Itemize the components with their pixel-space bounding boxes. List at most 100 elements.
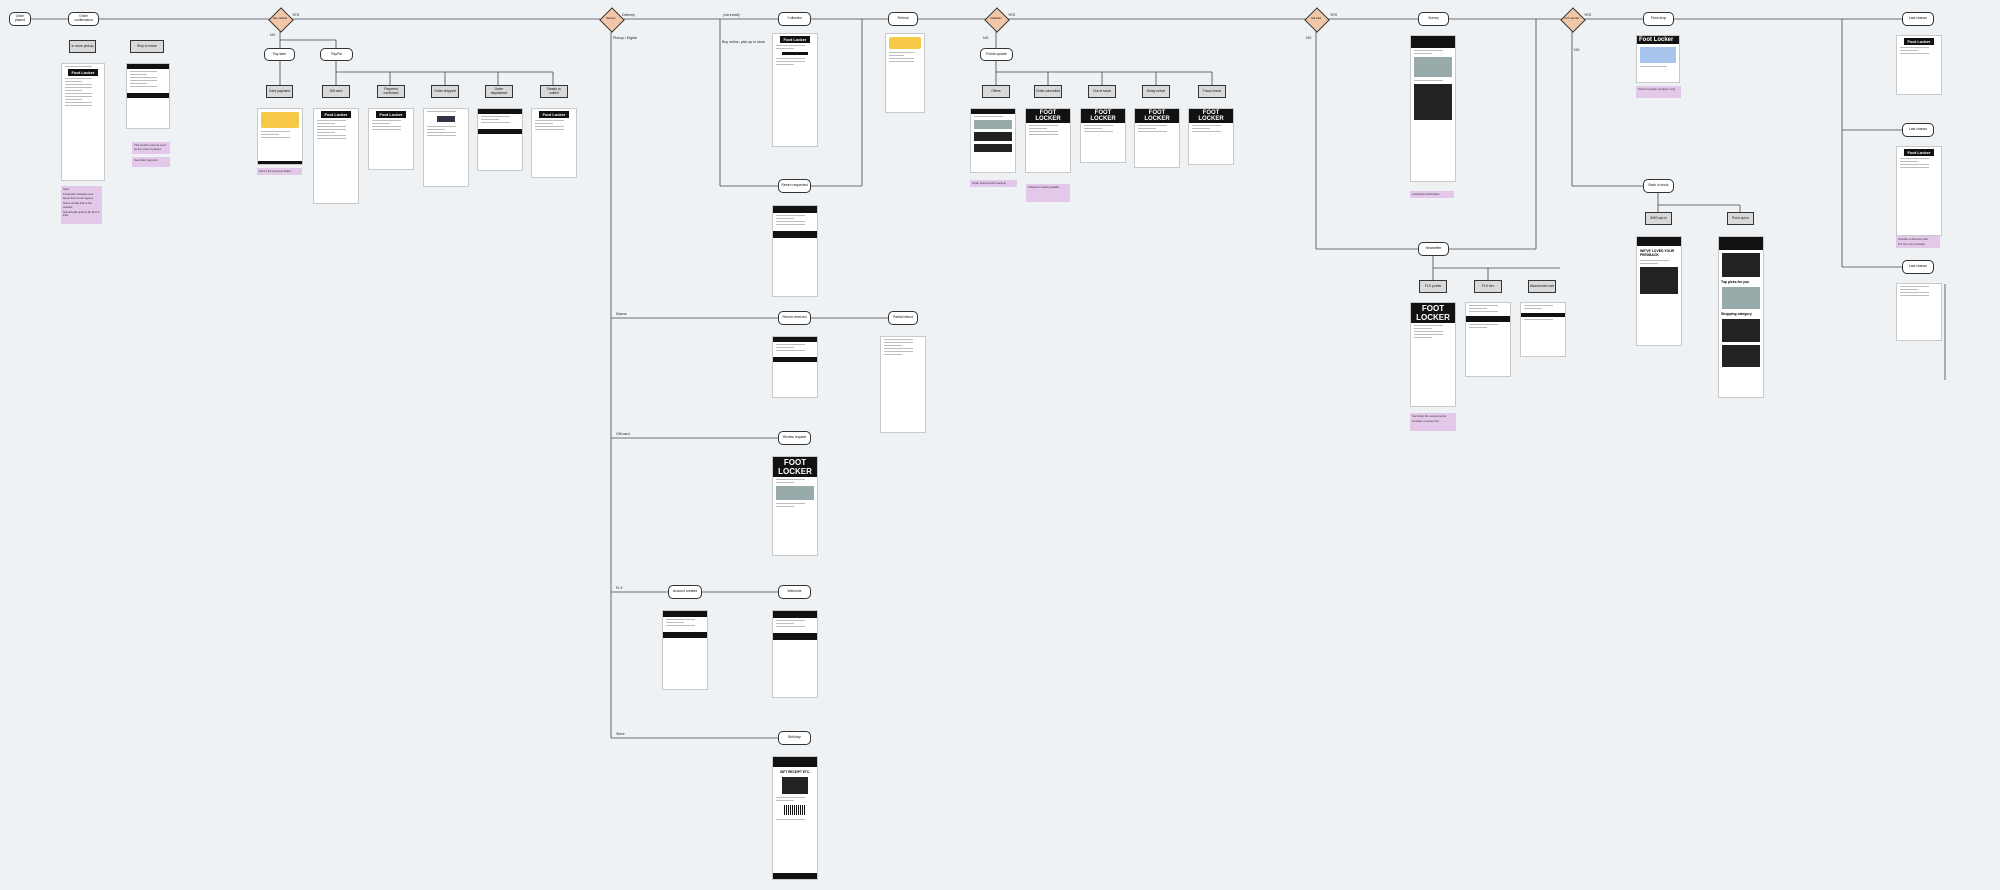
email-thumb-survey[interactable] <box>1410 35 1456 182</box>
email-thumb-paypal[interactable]: Foot Locker <box>313 108 359 204</box>
email-thumb-review[interactable]: FOOT LOCKER <box>772 456 818 556</box>
decision-label: Gift card <box>1311 16 1321 20</box>
edge-label-klarna: Klarna <box>616 312 627 316</box>
node-offers[interactable]: Offers <box>982 85 1010 98</box>
email-thumb-push[interactable]: Top picks for you Shopping category <box>1718 236 1764 398</box>
node-flx-tier[interactable]: FLX tier <box>1474 280 1502 293</box>
node-delay[interactable]: Delay notice <box>1142 85 1170 98</box>
node-refund[interactable]: Refund <box>888 12 918 26</box>
decision-label: FLX member <box>1564 16 1580 20</box>
email-thumb-collected[interactable]: Foot Locker <box>772 33 818 147</box>
edge-label-buy-online: Buy online, pick up in store <box>722 40 765 44</box>
email-thumb-flx-tier[interactable] <box>1465 302 1511 377</box>
node-oos[interactable]: Out of stock <box>1088 85 1116 98</box>
note-payment-failed: Sent if the payment failed <box>257 168 302 175</box>
email-thumb-newsletter[interactable]: FOOT LOCKER <box>1410 302 1456 407</box>
decision-collection[interactable]: Collection <box>984 7 1010 33</box>
node-survey[interactable]: Survey <box>1418 12 1449 26</box>
email-thumb-points[interactable] <box>970 108 1016 173</box>
decision-flx[interactable]: FLX member <box>1560 7 1586 33</box>
edge-label-no-3: NO <box>1306 36 1312 40</box>
email-thumb-price-drop[interactable]: Foot Locker <box>1636 35 1680 83</box>
email-thumb-last-chance-c[interactable] <box>1896 283 1942 341</box>
node-cancel[interactable]: Order cancelled <box>1034 85 1062 98</box>
node-order-shipped-a[interactable]: Order shipped <box>431 85 459 98</box>
node-order-dispatched[interactable]: Order dispatched <box>485 85 513 98</box>
node-fraud[interactable]: Fraud check <box>1198 85 1226 98</box>
decision-label: Collection <box>990 16 1002 20</box>
node-card[interactable]: Card payment <box>266 85 293 98</box>
note-collected: Collected confirmation <box>1410 191 1454 198</box>
node-back-in-stock[interactable]: Back in stock <box>1643 179 1674 193</box>
node-flx-points[interactable]: FLX points <box>1419 280 1447 293</box>
email-thumb-pay-later[interactable] <box>257 108 303 165</box>
email-thumb-birthday[interactable]: GIFT RECEIPT ETC. <box>772 756 818 880</box>
email-thumb-account[interactable] <box>662 610 708 690</box>
node-sms[interactable]: SMS opt-in <box>1645 212 1672 225</box>
email-thumb-last-chance-b[interactable]: Foot Locker <box>1896 146 1942 236</box>
node-welcome[interactable]: Welcome <box>778 585 811 599</box>
email-thumb-order-confirmation[interactable]: Foot Locker <box>61 63 105 181</box>
email-thumb-oos[interactable]: FOOT LOCKER <box>1134 108 1180 168</box>
email-thumb-abandon[interactable] <box>1520 302 1566 357</box>
decision-label: Pay method <box>273 16 287 20</box>
node-account[interactable]: Account created <box>668 585 702 599</box>
email-thumb-welcome[interactable] <box>772 610 818 698</box>
email-thumb-offers[interactable]: FOOT LOCKER <box>1025 108 1071 173</box>
email-thumb-cancel[interactable]: FOOT LOCKER <box>1080 108 1126 163</box>
edge-label-store: Store <box>616 732 625 736</box>
note-sent-on-order: This email is sent as soon as the order … <box>132 142 170 154</box>
node-ready-collect[interactable]: Ready to collect <box>540 85 568 98</box>
email-thumb-order-dispatched[interactable]: Foot Locker <box>531 108 577 178</box>
node-last-chance-c[interactable]: Last chance <box>1902 260 1934 274</box>
note-tracking: Shipment tracking details <box>1026 184 1070 202</box>
edge-label-flx: FLX <box>616 586 623 590</box>
node-order-confirmation[interactable]: Order confirmation <box>68 12 99 26</box>
email-thumb-return-requested[interactable] <box>772 205 818 297</box>
edge-label-pickup: Pickup / Digital <box>613 36 637 40</box>
email-thumb-return-received[interactable] <box>772 336 818 398</box>
node-giftcard[interactable]: Gift card <box>322 85 350 98</box>
node-last-chance-b[interactable]: Last chance <box>1902 123 1934 137</box>
decision-delivery[interactable]: Delivery <box>599 7 625 33</box>
email-thumb-giftcard[interactable] <box>423 108 469 187</box>
node-pay-confirmed[interactable]: Payment confirmed <box>377 85 405 98</box>
node-partial-refund[interactable]: Partial refund <box>888 311 918 325</box>
node-collected[interactable]: Collected <box>778 12 811 26</box>
email-thumb-card[interactable]: Foot Locker <box>368 108 414 170</box>
node-abandon[interactable]: Abandoned cart <box>1528 280 1556 293</box>
node-review[interactable]: Review request <box>778 431 811 445</box>
note-sent-after-payment: Sent after payment <box>132 157 170 167</box>
node-paypal[interactable]: PayPal <box>320 48 353 61</box>
decision-gift-card[interactable]: Gift card <box>1304 7 1330 33</box>
note-loyalty: Sent for loyalty members only <box>1636 86 1681 98</box>
node-push[interactable]: Push opt-in <box>1727 212 1754 225</box>
edge-label-yes-2: YES <box>1008 13 1016 17</box>
node-in-store[interactable]: In store pickup <box>69 40 96 53</box>
node-pay-later[interactable]: Pay later <box>264 48 295 61</box>
email-thumb-ship-home[interactable] <box>126 63 170 129</box>
node-order-placed[interactable]: Order placed <box>9 12 31 26</box>
node-ship-home[interactable]: Ship to home <box>130 40 164 53</box>
email-thumb-refund[interactable] <box>885 33 925 113</box>
node-points[interactable]: Points update <box>980 48 1013 61</box>
node-newsletter[interactable]: Newsletter <box>1418 242 1449 256</box>
node-return-requested[interactable]: Return requested <box>778 179 811 193</box>
edge-label-gift: Gift card <box>616 432 630 436</box>
email-thumb-partial-refund[interactable] <box>880 336 926 433</box>
node-last-chance-a[interactable]: Last chance <box>1902 12 1934 26</box>
node-price-drop[interactable]: Price drop <box>1643 12 1674 26</box>
node-birthday[interactable]: Birthday <box>778 731 811 745</box>
email-thumb-sms[interactable]: WE'VE LOVED YOUR FEEDBACK <box>1636 236 1682 346</box>
edge-label-yes-3: YES <box>1330 13 1338 17</box>
note-general: Note:Footlocker Canada uses same flow fo… <box>61 186 102 224</box>
decision-pay-method[interactable]: Pay method <box>268 7 294 33</box>
edge-label-no-1: NO <box>270 33 276 37</box>
node-return-received[interactable]: Return received <box>778 311 811 325</box>
edge-label-delivery: Delivery <box>622 13 635 17</box>
email-thumb-last-chance-a[interactable]: Foot Locker <box>1896 35 1942 95</box>
email-thumb-delay[interactable]: FOOT LOCKER <box>1188 108 1234 165</box>
email-thumb-order-shipped-a[interactable] <box>477 108 523 171</box>
